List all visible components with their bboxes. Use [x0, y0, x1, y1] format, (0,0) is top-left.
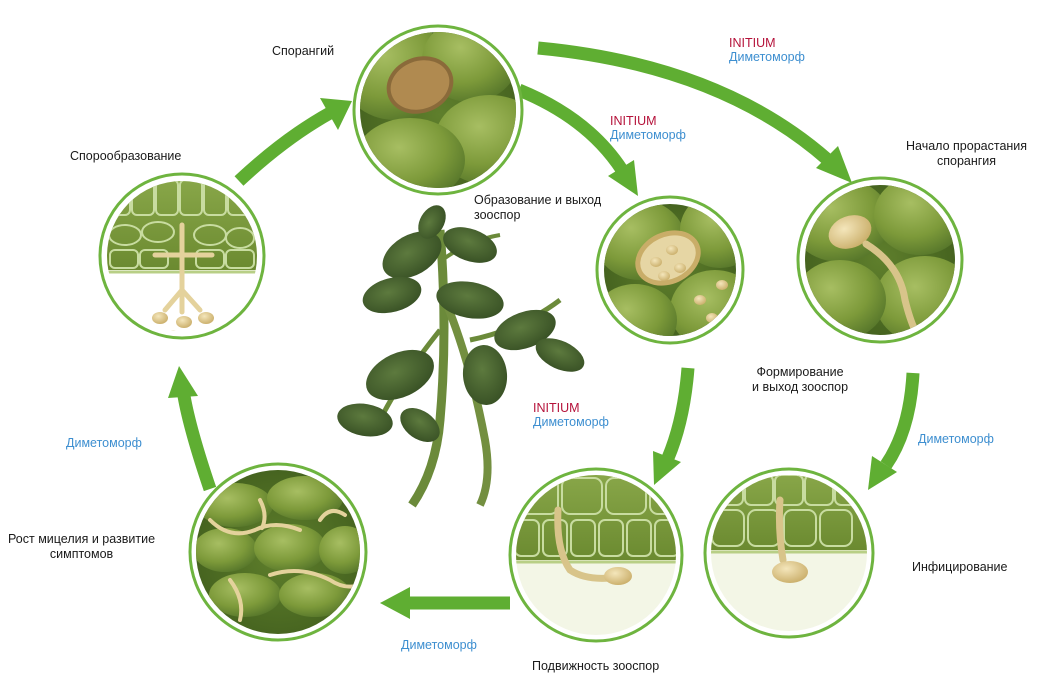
stage-circle-sporangium — [340, 18, 545, 205]
treatment-top-initium: INITIUM — [729, 36, 805, 50]
label-germination: Начало прорастания спорангия — [906, 139, 1027, 169]
label-zoospore-release-line1: Образование и выход — [474, 193, 601, 208]
arrow-sporangium-to-release — [519, 90, 638, 196]
treatment-inner-dimetomorph: Диметоморф — [610, 128, 686, 142]
arrow-mycelium-to-sporulation — [168, 366, 210, 489]
treatment-top: INITIUM Диметоморф — [729, 36, 805, 64]
treatment-center-initium: INITIUM — [533, 401, 609, 415]
label-formation-line1: Формирование — [752, 365, 848, 380]
label-formation-line2: и выход зооспор — [752, 380, 848, 395]
treatment-top-dimetomorph: Диметоморф — [729, 50, 805, 64]
stage-circle-mycelium — [190, 464, 371, 645]
label-mycelium-line2: симптомов — [8, 547, 155, 562]
label-mycelium: Рост мицелия и развитие симптомов — [8, 532, 155, 562]
treatment-center: INITIUM Диметоморф — [533, 401, 609, 429]
arrow-motility-to-mycelium — [380, 587, 510, 619]
label-zoospore-release: Образование и выход зооспор — [474, 193, 601, 223]
label-sporulation: Спорообразование — [70, 149, 181, 164]
label-zoospore-release-line2: зооспор — [474, 208, 601, 223]
potato-plant-image — [335, 200, 590, 505]
stage-circle-motility — [510, 469, 686, 641]
treatment-left: Диметоморф — [66, 436, 142, 450]
treatment-right: Диметоморф — [918, 432, 994, 446]
stage-circle-zoospore-release — [593, 192, 760, 356]
label-germination-line1: Начало прорастания — [906, 139, 1027, 154]
label-motility: Подвижность зооспор — [532, 659, 659, 674]
treatment-inner-initium: INITIUM — [610, 114, 686, 128]
label-mycelium-line1: Рост мицелия и развитие — [8, 532, 155, 547]
label-sporangium: Спорангий — [272, 44, 334, 59]
treatment-center-dimetomorph: Диметоморф — [533, 415, 609, 429]
arrow-sporulation-to-sporangium — [239, 98, 352, 181]
arrow-germination-to-infection — [868, 373, 913, 490]
arrow-release-to-motility — [653, 368, 688, 485]
treatment-inner: INITIUM Диметоморф — [610, 114, 686, 142]
stage-circle-germination — [790, 175, 975, 344]
stage-circle-sporulation — [100, 174, 265, 340]
arrow-sporangium-to-germination — [538, 48, 852, 183]
stage-circle-infection — [705, 469, 875, 640]
label-formation: Формирование и выход зооспор — [752, 365, 848, 395]
treatment-bottom: Диметоморф — [401, 638, 477, 652]
label-germination-line2: спорангия — [906, 154, 1027, 169]
label-infection: Инфицирование — [912, 560, 1008, 575]
